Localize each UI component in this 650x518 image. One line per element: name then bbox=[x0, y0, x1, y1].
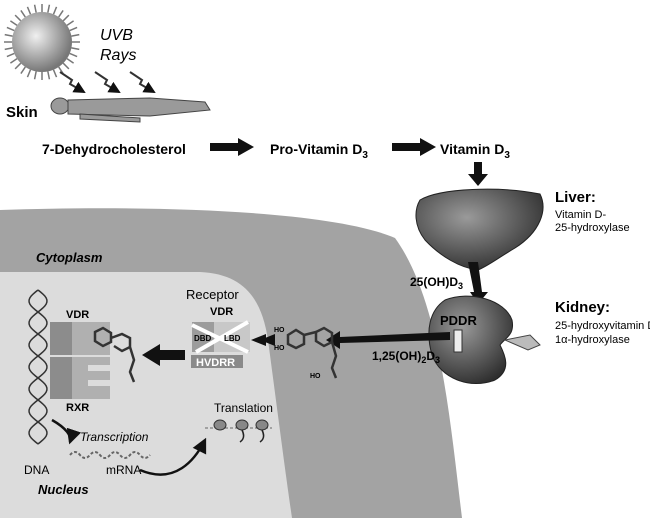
arrow-into-nucleus bbox=[142, 344, 185, 366]
calcitriol-molecule-icon bbox=[286, 326, 338, 379]
pddr-label: PDDR bbox=[440, 313, 477, 328]
ureter-icon bbox=[503, 334, 541, 351]
mrna-strand-icon bbox=[69, 451, 151, 459]
person-lying-icon bbox=[50, 97, 211, 123]
liver-enzyme-line2: 25-hydroxylase bbox=[555, 222, 630, 234]
translation-label: Translation bbox=[214, 401, 273, 415]
transcription-arrow bbox=[51, 418, 82, 445]
dbd-label: DBD bbox=[194, 334, 212, 343]
arrow-icon bbox=[251, 334, 275, 346]
pathway-step-pro-vitamin-d3: Pro-Vitamin D3 bbox=[270, 141, 368, 161]
pddr-defect-marker bbox=[453, 329, 463, 353]
hvdrr-badge bbox=[191, 355, 243, 368]
translation-arrow bbox=[139, 437, 207, 476]
dna-label: DNA bbox=[24, 463, 49, 477]
pathway-step-vitamin-d3: Vitamin D3 bbox=[440, 141, 510, 161]
sun-icon bbox=[4, 4, 80, 80]
receptor-icon bbox=[191, 320, 250, 354]
kidney-icon bbox=[428, 295, 514, 384]
dna-helix-icon bbox=[28, 289, 48, 445]
arrow-icon bbox=[392, 138, 436, 156]
uvb-label: UVB bbox=[100, 27, 133, 44]
ho-label: HO bbox=[274, 327, 285, 334]
metabolite-25ohd3: 25(OH)D3 bbox=[410, 275, 463, 291]
pathway-step-7-dehydrocholesterol: 7-Dehydrocholesterol bbox=[42, 141, 186, 157]
kidney-title: Kidney: bbox=[555, 299, 610, 316]
skin-label: Skin bbox=[6, 104, 38, 121]
rays-label: Rays bbox=[100, 47, 136, 64]
vdr-rxr-complex-icon bbox=[50, 322, 136, 399]
ribosomes-icon bbox=[205, 419, 272, 443]
cytoplasm-label: Cytoplasm bbox=[36, 250, 103, 265]
ho-label: HO bbox=[310, 373, 321, 380]
kidney-enzyme-line2: 1α-hydroxylase bbox=[555, 334, 630, 346]
uv-ray-arrows-icon bbox=[59, 71, 156, 93]
arrow-down-icon bbox=[468, 162, 488, 186]
receptor-vdr-label: VDR bbox=[210, 306, 233, 318]
ho-label: HO bbox=[274, 345, 285, 352]
arrow-kidney-to-cell bbox=[326, 331, 450, 349]
receptor-label: Receptor bbox=[186, 287, 239, 302]
hvdrr-label: HVDRR bbox=[196, 357, 235, 369]
transcription-label: Transcription bbox=[80, 430, 149, 444]
nucleus-label: Nucleus bbox=[38, 482, 89, 497]
arrow-liver-to-kidney bbox=[468, 262, 488, 304]
complex-vdr-label: VDR bbox=[66, 309, 89, 321]
kidney-enzyme-line1: 25-hydroxyvitamin D- bbox=[555, 320, 650, 332]
metabolite-125oh2d3: 1,25(OH)2D3 bbox=[372, 349, 440, 365]
liver-enzyme-line1: Vitamin D- bbox=[555, 209, 606, 221]
liver-title: Liver: bbox=[555, 189, 596, 206]
mrna-label: mRNA bbox=[106, 463, 141, 477]
complex-rxr-label: RXR bbox=[66, 402, 89, 414]
arrow-icon bbox=[210, 138, 254, 156]
liver-icon bbox=[415, 188, 544, 271]
lbd-label: LBD bbox=[224, 334, 241, 343]
